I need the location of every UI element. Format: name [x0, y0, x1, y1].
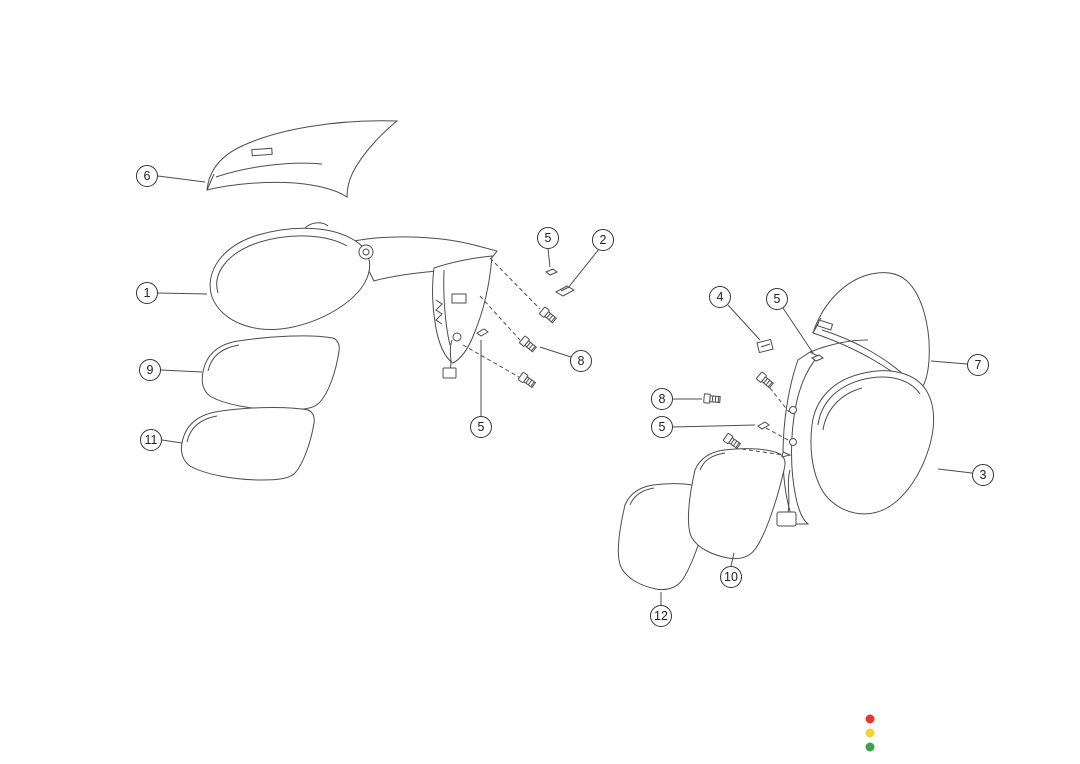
- screw-right-2: [755, 371, 775, 390]
- clip-2: [554, 285, 576, 297]
- callout-5a[interactable]: 5: [537, 227, 559, 249]
- clip-4: [756, 338, 774, 354]
- callout-4[interactable]: 4: [709, 286, 731, 308]
- callout-5d[interactable]: 5: [651, 416, 673, 438]
- mirror-glass-9: [201, 335, 340, 411]
- mirror-glass-11: [180, 407, 315, 481]
- fastener-dashed-lines-right: [741, 387, 792, 458]
- callout-8a[interactable]: 8: [570, 350, 592, 372]
- status-dot-yellow: [865, 728, 875, 738]
- callout-8b[interactable]: 8: [651, 388, 673, 410]
- callout-1[interactable]: 1: [136, 282, 158, 304]
- screw-left-3: [517, 371, 537, 390]
- callout-6[interactable]: 6: [136, 165, 158, 187]
- status-dots: [865, 714, 875, 752]
- callout-7[interactable]: 7: [967, 354, 989, 376]
- screw-left-1: [538, 306, 558, 325]
- leader-lines: [157, 175, 973, 605]
- clip-5b: [476, 328, 489, 337]
- callout-10[interactable]: 10: [720, 566, 742, 588]
- screw-left-2: [518, 335, 538, 354]
- clip-5d: [757, 421, 770, 430]
- status-dot-green: [865, 742, 875, 752]
- callout-5b[interactable]: 5: [470, 416, 492, 438]
- mirror-assembly-left: [209, 222, 498, 379]
- fastener-dashed-lines-left: [462, 257, 541, 378]
- screw-right-1: [703, 393, 721, 405]
- mirror-cap-left: [206, 120, 399, 198]
- callout-2[interactable]: 2: [592, 229, 614, 251]
- callout-3[interactable]: 3: [972, 464, 994, 486]
- screw-right-3: [722, 432, 742, 451]
- clip-5a: [545, 268, 558, 276]
- mirror-glass-12: [617, 483, 712, 591]
- mirror-glass-10: [687, 448, 786, 560]
- status-dot-red: [865, 714, 875, 724]
- callout-9[interactable]: 9: [139, 359, 161, 381]
- callout-12[interactable]: 12: [650, 605, 672, 627]
- clip-5c: [811, 354, 824, 362]
- callout-5c[interactable]: 5: [766, 288, 788, 310]
- mirror-assembly-right: [776, 339, 934, 527]
- callout-11[interactable]: 11: [140, 429, 162, 451]
